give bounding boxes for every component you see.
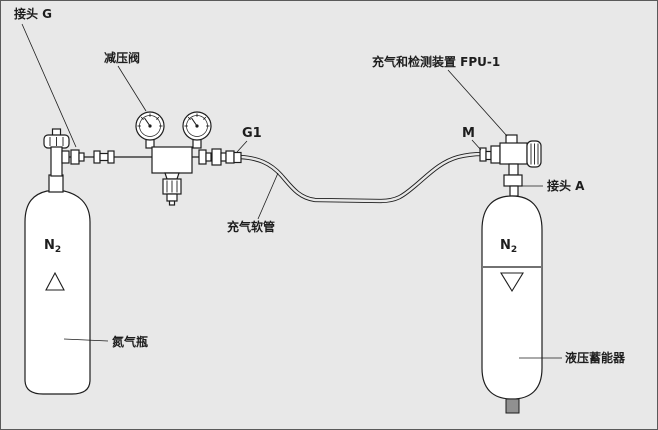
right-pressure-gauge-icon (182, 111, 212, 141)
label-port-g1: G1 (242, 126, 262, 141)
label-fpu-device: 充气和检测装置 FPU-1 (372, 54, 500, 69)
valve-side-port (61, 150, 70, 164)
regulator-body (151, 146, 193, 174)
port-g1-fittings (198, 148, 242, 166)
label-connector-g: 接头 G (14, 6, 52, 21)
label-port-m: M (462, 126, 475, 141)
leader-fpu-device (447, 69, 508, 137)
bottle-body (24, 190, 91, 395)
accumulator-shell (481, 195, 543, 400)
label-hydraulic-accumulator: 液压蓄能器 (565, 350, 626, 365)
leader-charging-hose (257, 172, 279, 220)
left-pressure-gauge-icon (135, 111, 165, 141)
gas-triangle-icon (45, 271, 65, 291)
nitrogen-bottle: N2 (24, 174, 91, 395)
fluid-triangle-icon (500, 272, 524, 293)
label-reducing-valve: 减压阀 (104, 50, 140, 65)
bottle-n2-label: N2 (44, 238, 61, 255)
fpu-handwheel-icon (526, 140, 542, 168)
label-nitrogen-bottle: 氮气瓶 (112, 334, 148, 349)
accumulator-fluid-port (505, 398, 520, 414)
connector-a-fitting (503, 174, 523, 187)
connector-g-fittings (70, 149, 115, 165)
label-charging-hose: 充气软管 (227, 219, 275, 234)
fpu-device (479, 134, 542, 197)
hydraulic-accumulator: N2 (481, 195, 543, 414)
leader-nitrogen-bottle (63, 338, 109, 342)
fpu-body (499, 142, 528, 165)
label-connector-a: 接头 A (547, 178, 585, 193)
leader-port-g1 (236, 140, 248, 153)
bottle-neck (48, 174, 64, 193)
charging-hose (239, 151, 483, 204)
accumulator-n2-label: N2 (500, 238, 517, 255)
valve-body (50, 146, 63, 177)
leader-port-m (471, 139, 482, 151)
leader-connector-g (21, 23, 77, 148)
leader-reducing-valve (117, 65, 147, 112)
pressure-reducing-valve (135, 111, 212, 206)
bottle-valve (43, 128, 70, 177)
